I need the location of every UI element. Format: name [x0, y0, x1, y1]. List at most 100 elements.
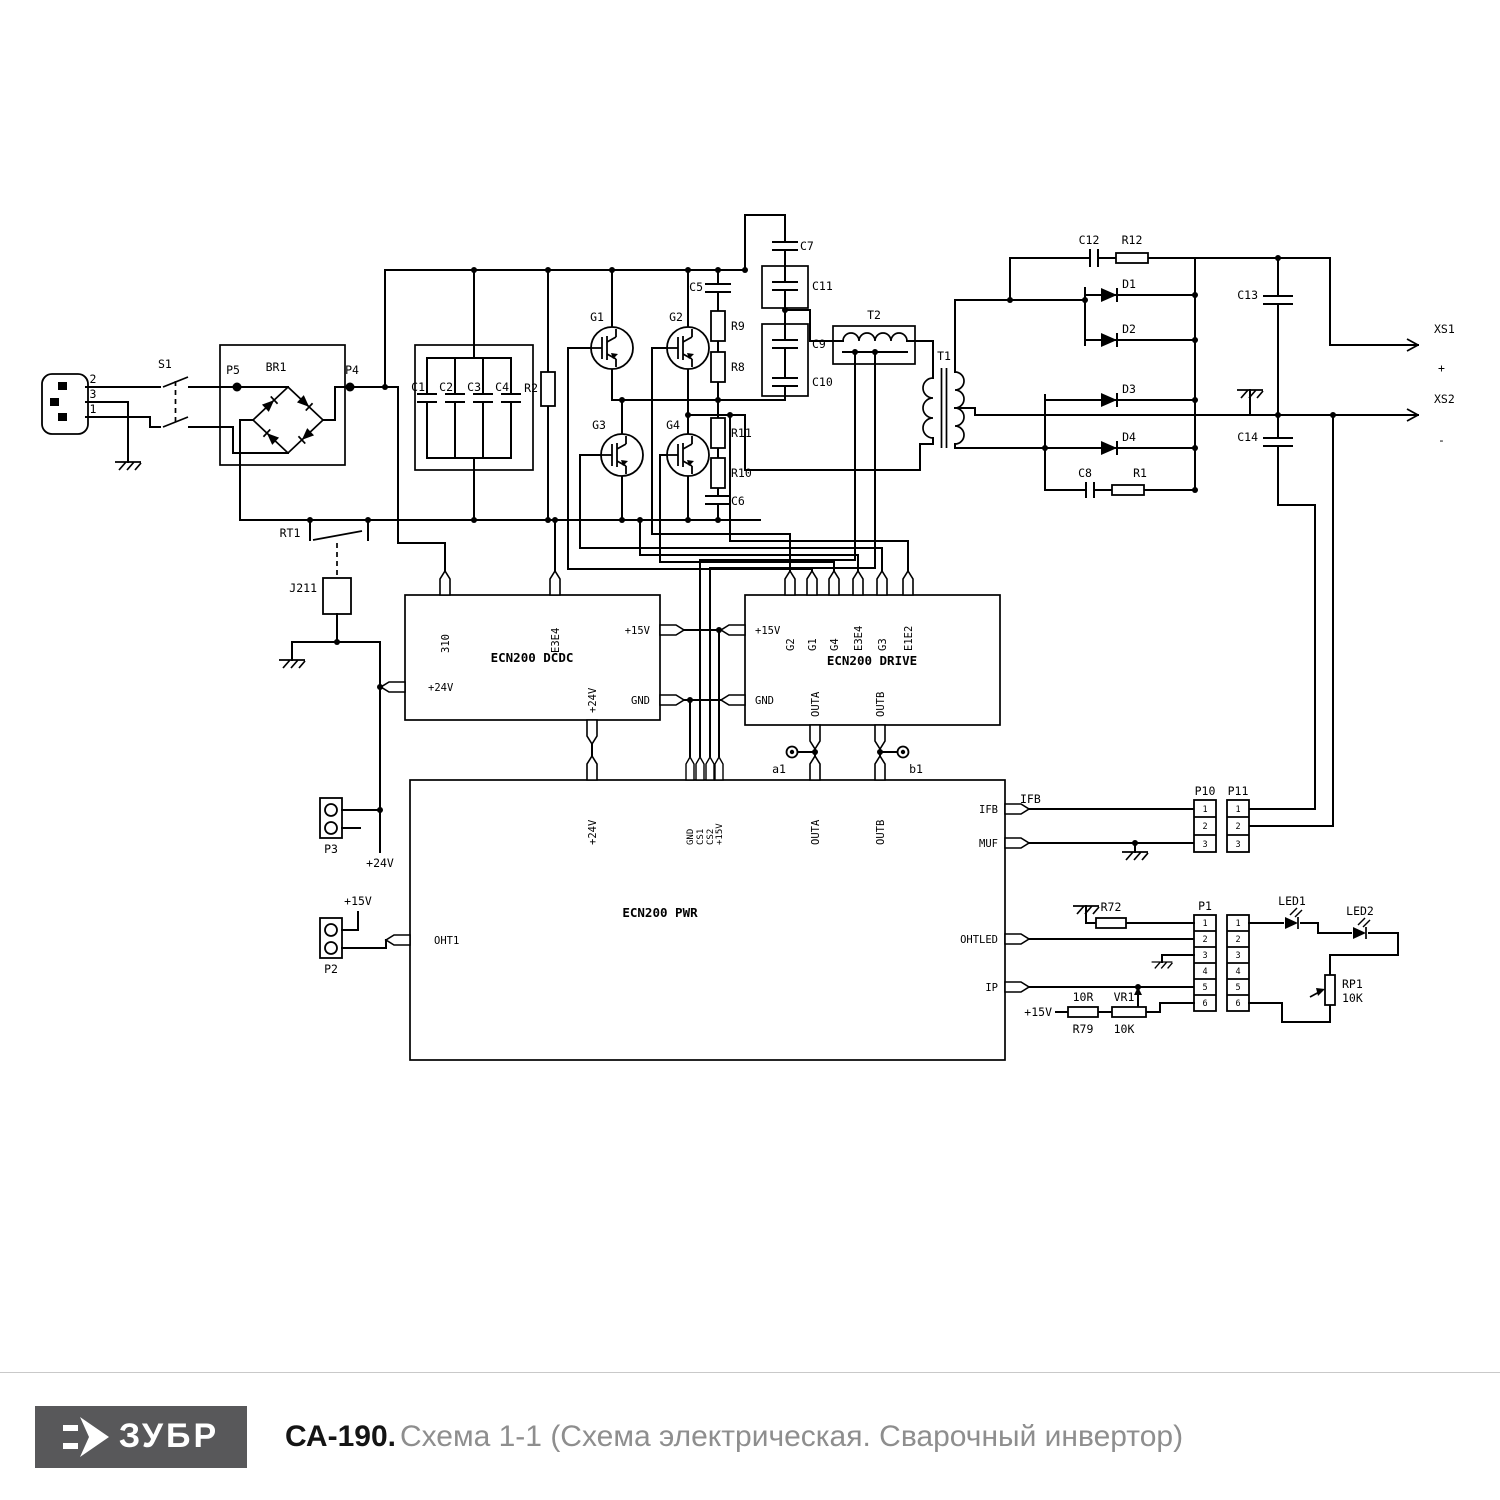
t2-label: T2 [867, 308, 881, 322]
mains-plug [41, 373, 89, 435]
cap-plates [1085, 249, 1293, 498]
drive-pin-outa: OUTA [810, 691, 822, 717]
igbt-g3 [600, 433, 644, 477]
vr1-value: 10K [1114, 1022, 1135, 1036]
pwr-supply-wires [689, 629, 720, 757]
c6-label: C6 [731, 494, 745, 508]
rt1-label: RT1 [280, 526, 301, 540]
c10-label: C10 [812, 375, 833, 389]
c7-label: C7 [800, 239, 814, 253]
igbt-g4 [666, 433, 710, 477]
xs1-label: XS1 [1434, 322, 1455, 336]
ip-15v-label: +15V [1024, 1005, 1052, 1019]
drive-title: ECN200 DRIVE [827, 653, 917, 668]
d2-label: D2 [1122, 322, 1136, 336]
test-point-b1 [896, 745, 910, 759]
d4-label: D4 [1122, 430, 1136, 444]
schematic-canvas: 2 3 1 S1 P5 BR1 P4 C1 C2 C3 C4 R2 G1 G2 … [41, 214, 1455, 1061]
terminal-p4 [345, 382, 355, 392]
p11-pin1: 1 [1235, 805, 1240, 815]
ip-reference-chain [1055, 986, 1195, 1018]
led-indicator-circuit [1248, 907, 1399, 1023]
bridge-rectifier-br1 [219, 344, 346, 466]
pwr-pin-ohtled: OHTLED [960, 934, 998, 946]
p5-label: P5 [226, 363, 240, 377]
ifb-net-label: IFB [1020, 792, 1041, 806]
junction-dots [307, 255, 1336, 990]
resistor-r12 [1115, 252, 1149, 264]
connector-p10 [1193, 799, 1217, 853]
pwr-pin-outa: OUTA [810, 819, 822, 845]
switch-s1 [162, 376, 189, 428]
drive-pin-g2: G2 [785, 638, 797, 651]
r8-label: R8 [731, 360, 745, 374]
potentiometer-rp1 [1324, 974, 1336, 1006]
p11-label: P11 [1228, 784, 1249, 798]
p11-pin3: 3 [1235, 840, 1240, 850]
pwr-pin-cs1: CS1 [696, 829, 706, 845]
pin-3-label: 3 [90, 387, 97, 401]
p2-15v-label: +15V [344, 894, 372, 908]
xs-terminal-arrows [1406, 338, 1419, 422]
p1-pin6: 6 [1202, 999, 1207, 1009]
d3-label: D3 [1122, 382, 1136, 396]
rp1-label: RP1 [1342, 977, 1363, 991]
dcdc-pin-24v-bottom: +24V [587, 687, 599, 713]
test-point-a1 [785, 745, 799, 759]
dcdc-title: ECN200 DCDC [491, 650, 574, 665]
dc-bus-rails [239, 269, 761, 521]
p1-pin3: 3 [1202, 951, 1207, 961]
pwr-pin-muf: MUF [979, 838, 998, 850]
zubr-logo-icon [62, 1416, 109, 1457]
g1-label: G1 [590, 310, 604, 324]
thermal-contact-rt1 [309, 519, 369, 578]
diode-d2 [1100, 332, 1118, 348]
pwr-title: ECN200 PWR [622, 905, 698, 920]
output-wires [974, 257, 1419, 827]
igbt-bridge-wires [611, 269, 934, 521]
bridge-dc-wires [239, 269, 399, 521]
diode-d4 [1100, 440, 1118, 456]
vr1-label: VR1 [1114, 990, 1135, 1004]
relay-ground-icon [278, 659, 306, 669]
pwr-pin-oht1: OHT1 [434, 935, 459, 947]
drive-pin-e1e2: E1E2 [903, 626, 915, 651]
c14-label: C14 [1237, 430, 1258, 444]
r79-label: R79 [1073, 1022, 1094, 1036]
p1m-pin2: 2 [1235, 935, 1240, 945]
br1-label: BR1 [266, 360, 287, 374]
drive-pin-outb: OUTB [875, 692, 887, 717]
cs-sense-wires [699, 351, 876, 757]
p1-label: P1 [1198, 899, 1212, 913]
led1-icon [1284, 907, 1303, 930]
p10-pin2: 2 [1202, 822, 1207, 832]
dcdc-pin-gnd: GND [631, 695, 650, 707]
connector-p2 [319, 911, 387, 959]
pin-2-label: 2 [90, 372, 97, 386]
r9-label: R9 [731, 319, 745, 333]
p10-pin3: 3 [1202, 840, 1207, 850]
pwr-pin-24v: +24V [587, 819, 599, 845]
p1m-pin1: 1 [1235, 919, 1240, 929]
p2-label: P2 [324, 962, 338, 976]
pwr-pin-gnd: GND [686, 829, 696, 845]
t1-label: T1 [937, 349, 951, 363]
p1-pin2: 2 [1202, 935, 1207, 945]
pwr-pin-ifb: IFB [979, 804, 998, 816]
c5-label: C5 [689, 280, 703, 294]
drive-pin-g4: G4 [829, 638, 841, 651]
resistor-r1 [1111, 484, 1145, 496]
a1-label: a1 [772, 762, 786, 776]
current-transformer-t2 [832, 325, 934, 379]
p1-ground-stub [1150, 954, 1195, 970]
c4-label: C4 [495, 380, 509, 394]
p3-label: P3 [324, 842, 338, 856]
led2-icon [1352, 917, 1371, 940]
g2-label: G2 [669, 310, 683, 324]
connector-p11 [1226, 799, 1250, 853]
drive-pin-g3: G3 [877, 638, 889, 651]
footer: ЗУБР СА-190. Схема 1-1 (Схема электричес… [0, 1372, 1500, 1500]
divider-column [705, 269, 731, 521]
connector-p3 [319, 797, 381, 839]
r10-label: R10 [731, 466, 752, 480]
